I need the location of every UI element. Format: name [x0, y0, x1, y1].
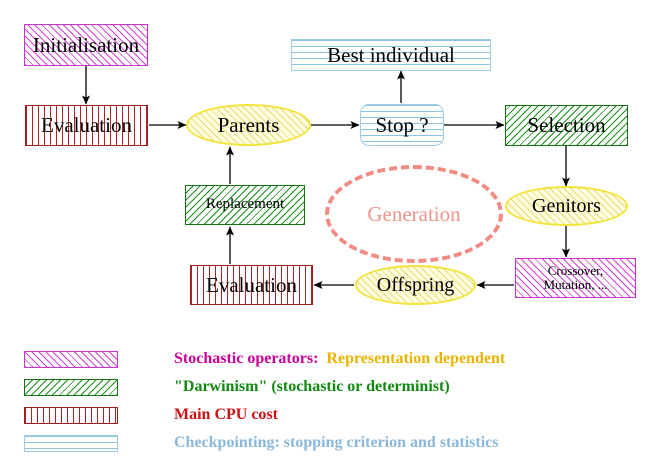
legend-swatch-green-hatch	[24, 378, 118, 396]
node-parents-label: Parents	[217, 112, 280, 137]
legend-text-primary: Checkpointing: stopping criterion and st…	[174, 434, 499, 451]
node-initialisation-label: Initialisation	[32, 32, 140, 57]
legend-text-primary: Stochastic operators:	[174, 350, 319, 367]
legend-row: "Darwinism" (stochastic or determinist)	[24, 374, 644, 400]
legend-label-darwinism: "Darwinism" (stochastic or determinist)	[142, 360, 450, 414]
node-replacement-label: Replacement	[205, 196, 285, 213]
node-replacement[interactable]: Replacement	[185, 185, 305, 225]
node-stop[interactable]: Stop ?	[360, 104, 444, 146]
node-evaluation-bottom[interactable]: Evaluation	[190, 265, 313, 305]
node-selection-label: Selection	[527, 113, 606, 138]
node-offspring-label: Offspring	[376, 273, 455, 296]
legend-swatch-red-hatch	[24, 406, 118, 424]
legend-label-stochastic-operators: Stochastic operators: Representation dep…	[142, 332, 505, 386]
node-selection[interactable]: Selection	[505, 105, 628, 146]
node-offspring[interactable]: Offspring	[355, 265, 476, 305]
node-initialisation[interactable]: Initialisation	[24, 24, 148, 66]
node-generation-label: Generation	[367, 201, 461, 226]
node-stop-label: Stop ?	[375, 112, 429, 137]
node-best-individual-label: Best individual	[327, 42, 455, 67]
legend-row: Main CPU cost	[24, 402, 644, 428]
legend: Stochastic operators: Representation dep…	[24, 346, 644, 458]
node-best-individual[interactable]: Best individual	[291, 39, 491, 71]
node-crossover-mutation-label: Crossover, Mutation, ...	[543, 263, 608, 292]
legend-text-primary: "Darwinism" (stochastic or determinist)	[174, 378, 450, 395]
node-crossover-mutation[interactable]: Crossover, Mutation, ...	[515, 258, 636, 298]
legend-label-main-cpu-cost: Main CPU cost	[142, 388, 278, 442]
legend-label-checkpointing: Checkpointing: stopping criterion and st…	[142, 416, 498, 470]
node-genitors[interactable]: Genitors	[505, 186, 628, 226]
legend-row: Checkpointing: stopping criterion and st…	[24, 430, 644, 456]
legend-swatch-blue-hatch	[24, 434, 118, 452]
node-parents[interactable]: Parents	[186, 104, 311, 146]
legend-text-secondary: Representation dependent	[318, 350, 506, 367]
legend-swatch-magenta-hatch	[24, 350, 118, 368]
node-evaluation-top[interactable]: Evaluation	[25, 105, 148, 146]
node-evaluation-top-label: Evaluation	[41, 113, 132, 138]
node-evaluation-bottom-label: Evaluation	[206, 272, 297, 297]
node-genitors-label: Genitors	[532, 194, 601, 217]
node-generation: Generation	[325, 165, 503, 263]
legend-text-primary: Main CPU cost	[174, 406, 278, 423]
legend-row: Stochastic operators: Representation dep…	[24, 346, 644, 372]
